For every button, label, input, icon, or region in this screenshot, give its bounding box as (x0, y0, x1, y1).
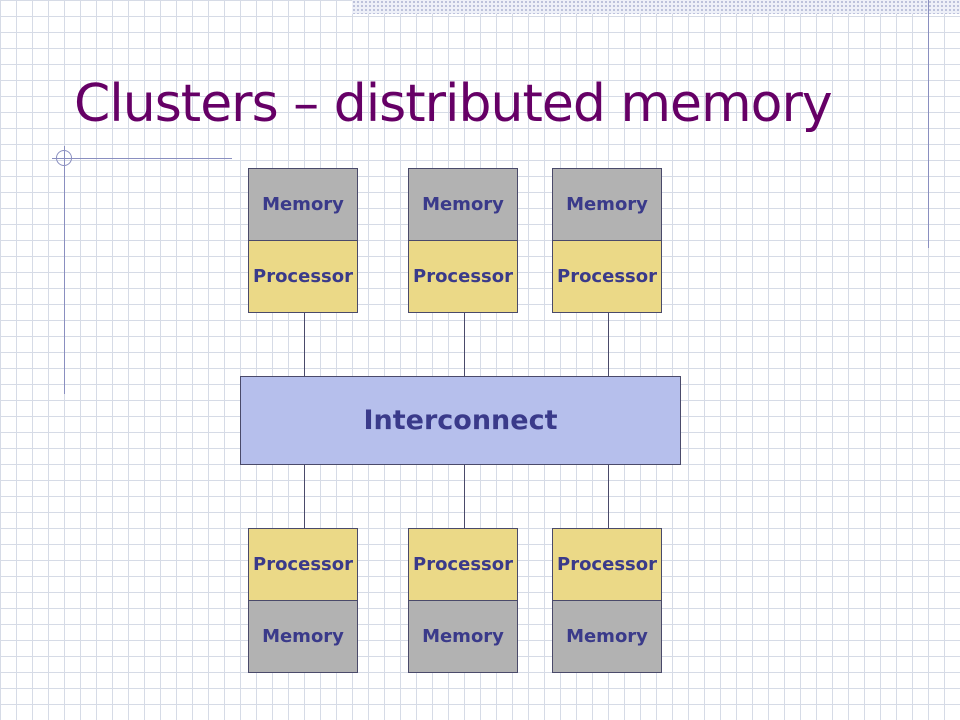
title-underline (52, 158, 232, 159)
bottom-node-1-memory: Memory (248, 600, 358, 673)
bottom-node-1-processor: Processor (248, 528, 358, 601)
interconnect-box: Interconnect (240, 376, 681, 465)
slide-title: Clusters – distributed memory (74, 74, 833, 134)
top-decorative-band (352, 0, 960, 14)
crosshair-circle-icon (56, 150, 72, 166)
right-decorative-line (928, 0, 929, 248)
top-connector-2 (464, 313, 465, 376)
bottom-node-2-processor: Processor (408, 528, 518, 601)
top-node-1-memory: Memory (248, 168, 358, 241)
top-node-2-processor: Processor (408, 240, 518, 313)
bottom-connector-1 (304, 465, 305, 528)
top-node-3-memory: Memory (552, 168, 662, 241)
bottom-connector-2 (464, 465, 465, 528)
bottom-node-2-memory: Memory (408, 600, 518, 673)
top-connector-1 (304, 313, 305, 376)
bottom-node-3-memory: Memory (552, 600, 662, 673)
left-decorative-line (64, 146, 65, 394)
top-connector-3 (608, 313, 609, 376)
bottom-connector-3 (608, 465, 609, 528)
top-node-3-processor: Processor (552, 240, 662, 313)
top-node-2-memory: Memory (408, 168, 518, 241)
top-node-1-processor: Processor (248, 240, 358, 313)
bottom-node-3-processor: Processor (552, 528, 662, 601)
